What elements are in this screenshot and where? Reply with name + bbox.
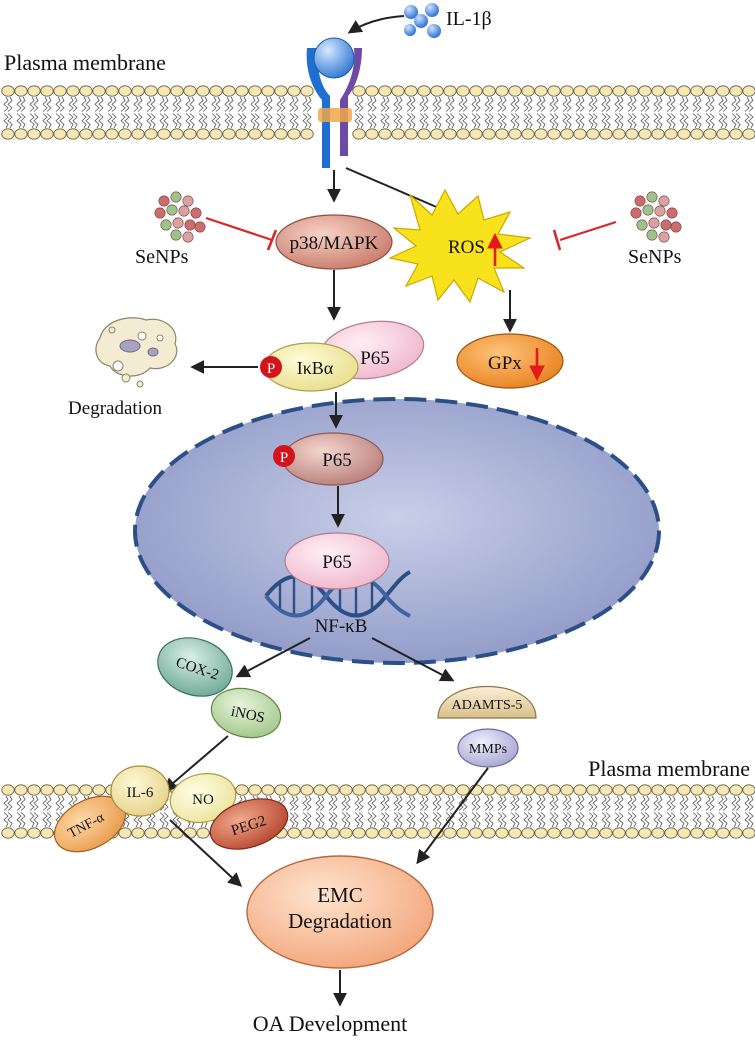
no-label: NO	[192, 792, 214, 808]
ros-label: ROS	[448, 237, 485, 258]
il6-node	[110, 765, 170, 817]
no-node	[169, 772, 237, 824]
arrow-nfkb-to-cox2	[235, 637, 311, 678]
inhibition-right	[552, 220, 617, 251]
p65-phospho-nucleus-label: P65	[322, 450, 352, 471]
arrow-inos-to-cytokines	[162, 735, 229, 792]
emc-degradation-node	[246, 855, 434, 969]
senps-left-label: SeNPs	[135, 246, 189, 268]
arrow-ligand-to-receptor	[347, 15, 405, 34]
il1b-label: IL-1β	[446, 8, 492, 30]
il1b-ligand-icon	[404, 3, 441, 38]
emc-degradation-line1: EMC	[317, 883, 363, 907]
adamts5-label: ADAMTS-5	[452, 698, 523, 713]
p65-dna-bound-label: P65	[322, 552, 352, 573]
plasma-membrane-bottom-label: Plasma membrane	[588, 756, 750, 781]
ros-starburst	[388, 188, 533, 304]
plasma-membrane-top	[1, 85, 755, 140]
degradation-debris-icon	[95, 317, 178, 388]
p38-mapk-label: p38/MAPK	[290, 233, 379, 254]
phospho-ikba-icon	[260, 356, 282, 378]
inos-label: iNOS	[229, 704, 266, 727]
adamts5-node	[437, 685, 537, 719]
arrow-mmps-to-emc	[416, 767, 489, 865]
arrow-nfkb-to-adamts5	[371, 637, 455, 682]
emc-degradation-line2: Degradation	[288, 909, 392, 933]
phospho-p65-icon	[273, 445, 295, 467]
senps-right-icon	[630, 191, 682, 243]
inos-node	[210, 687, 282, 739]
ikba-label: IκBα	[297, 358, 334, 378]
il6-label: IL-6	[127, 785, 154, 801]
cox2-node	[157, 637, 233, 697]
p65-dna-bound-node	[284, 532, 390, 590]
senps-left-icon	[154, 191, 206, 243]
arrow-receptor-to-ros	[345, 167, 451, 214]
degradation-label: Degradation	[68, 398, 162, 419]
nucleus	[133, 397, 661, 665]
p38-mapk-node	[275, 214, 393, 270]
il1-receptor-icon	[306, 37, 362, 168]
mmps-label: MMPs	[469, 742, 507, 757]
phospho-ikba-label: P	[267, 361, 275, 377]
nfkb-label: NF-κB	[315, 616, 368, 637]
senps-right-label: SeNPs	[628, 246, 682, 268]
oa-development-label: OA Development	[253, 1011, 408, 1036]
inhibition-left	[205, 216, 278, 251]
gpx-label: GPx	[488, 353, 522, 374]
mmps-node	[457, 728, 519, 768]
phospho-p65-label: P	[280, 450, 288, 466]
p65-cytoplasm-label: P65	[360, 348, 390, 369]
arrow-cytokines-to-emc	[169, 819, 243, 887]
peg2-node	[209, 798, 289, 850]
plasma-membrane-top-label: Plasma membrane	[4, 50, 166, 75]
